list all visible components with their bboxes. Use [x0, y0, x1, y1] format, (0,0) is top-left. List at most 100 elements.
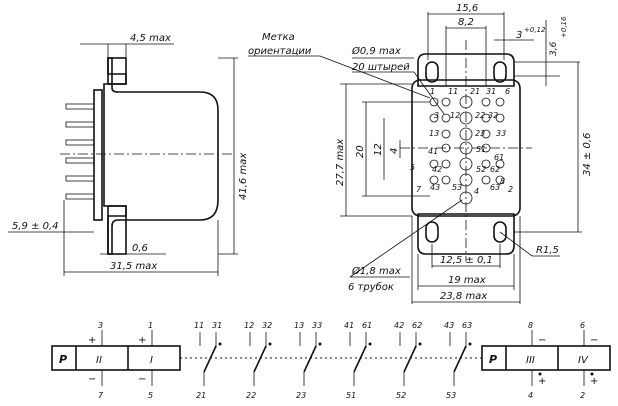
svg-text:−: − — [88, 374, 96, 385]
contact-label-23: 23 — [296, 391, 306, 400]
svg-text:+: + — [538, 376, 546, 387]
contact-label-51: 51 — [346, 391, 356, 400]
dim-4: 4 — [389, 148, 400, 154]
dim-3: 3 — [516, 30, 522, 41]
svg-text:22: 22 — [475, 111, 485, 120]
dim-pin-offset-label: 5,9 ± 0,4 — [12, 221, 59, 232]
contact-label-21: 21 — [196, 391, 206, 400]
dim-12-5: 12,5 ± 0,1 — [440, 255, 493, 266]
front-view: 1 11 21 31 6 3 12 22 32 13 23 33 41 51 5… — [248, 3, 593, 304]
svg-text:5: 5 — [148, 391, 153, 400]
svg-text:−: − — [138, 374, 146, 385]
dim-height-label: 41,6 max — [238, 153, 249, 200]
svg-text:8: 8 — [528, 321, 533, 330]
svg-text:41: 41 — [428, 147, 438, 156]
contact-label-43: 43 — [444, 321, 454, 330]
svg-text:4: 4 — [528, 391, 533, 400]
svg-text:6: 6 — [580, 321, 585, 330]
contact-label-13: 13 — [294, 321, 304, 330]
svg-text:+: + — [138, 335, 146, 346]
dim-20: 20 — [355, 145, 366, 158]
hole-br — [493, 221, 507, 243]
pin-labels: 1 11 21 31 6 3 12 22 32 13 23 33 41 51 5… — [410, 87, 513, 196]
svg-text:43: 43 — [430, 183, 440, 192]
dim-23-8: 23,8 max — [440, 291, 487, 302]
contact-label-63: 63 — [462, 321, 472, 330]
svg-text:3: 3 — [98, 321, 103, 330]
side-pins — [65, 103, 95, 200]
svg-text:42: 42 — [432, 165, 442, 174]
leader-pins — [413, 71, 445, 115]
svg-text:13: 13 — [429, 129, 439, 138]
svg-text:1: 1 — [148, 321, 153, 330]
label-tubes: 6 трубок — [348, 281, 394, 293]
side-view: 4,5 max 41,6 max 5,9 ± 0,4 0,6 31,5 max — [8, 33, 249, 276]
svg-text:23: 23 — [475, 129, 485, 138]
svg-text:11: 11 — [448, 87, 458, 96]
label-orient: ориентации — [248, 46, 312, 57]
svg-text:33: 33 — [496, 129, 506, 138]
svg-text:+: + — [590, 376, 598, 387]
relay-body-outline — [103, 57, 219, 255]
hole-bl — [425, 221, 439, 243]
svg-text:61: 61 — [494, 153, 504, 162]
coil-left-p: P — [59, 353, 67, 366]
mount-tab-bottom — [107, 205, 127, 255]
svg-text:31: 31 — [486, 87, 496, 96]
svg-text:2: 2 — [580, 391, 585, 400]
svg-text:62: 62 — [490, 165, 500, 174]
coil-II: II — [96, 355, 102, 366]
coil-IV: IV — [578, 355, 589, 366]
dim-small-label: 0,6 — [132, 243, 148, 254]
dim-19: 19 max — [448, 275, 486, 286]
mount-tab-top — [107, 57, 127, 85]
dim-width-label: 31,5 max — [110, 261, 157, 272]
contact-label-52: 52 — [396, 391, 406, 400]
leader-mark — [319, 55, 431, 99]
contact-label-41: 41 — [344, 321, 354, 330]
svg-text:53: 53 — [452, 183, 462, 192]
hole-tl — [425, 61, 439, 83]
label-pins: 20 штырей — [352, 62, 410, 73]
svg-text:32: 32 — [488, 111, 498, 120]
coil-I: I — [150, 355, 153, 366]
label-mark: Метка — [262, 32, 295, 43]
contact-group-51: 41 61 51 — [344, 321, 372, 400]
dim-8-2: 8,2 — [458, 17, 474, 28]
svg-text:+: + — [88, 335, 96, 346]
leader-tubes — [349, 199, 463, 278]
svg-text:1: 1 — [430, 87, 435, 96]
contact-label-53: 53 — [446, 391, 456, 400]
dim-3-tol: +0,12 — [524, 26, 546, 34]
svg-text:8: 8 — [500, 177, 505, 186]
dim-top-label: 4,5 max — [130, 33, 171, 44]
contact-label-33: 33 — [312, 321, 322, 330]
svg-text:4: 4 — [474, 187, 479, 196]
contact-label-62: 62 — [412, 321, 422, 330]
flange-bottom — [417, 213, 515, 255]
svg-text:51: 51 — [476, 145, 486, 154]
svg-text:21: 21 — [470, 87, 480, 96]
dim-radius: R1,5 — [536, 245, 559, 256]
contact-label-22: 22 — [246, 391, 256, 400]
svg-text:3: 3 — [434, 111, 439, 120]
contact-label-61: 61 — [362, 321, 372, 330]
dim-34: 34 ± 0,6 — [582, 133, 593, 176]
contact-label-31: 31 — [212, 321, 222, 330]
pin-grid — [429, 95, 505, 205]
coil-block-left — [51, 345, 181, 371]
coil-block-right — [481, 345, 611, 371]
svg-text:7: 7 — [416, 185, 422, 194]
svg-text:12: 12 — [450, 111, 460, 120]
hole-tr — [493, 61, 507, 83]
contact-label-32: 32 — [262, 321, 272, 330]
contact-label-12: 12 — [244, 321, 254, 330]
svg-text:2: 2 — [508, 185, 513, 194]
coil-III: III — [526, 355, 535, 366]
svg-text:52: 52 — [476, 165, 486, 174]
base-plate — [93, 89, 103, 221]
label-pin-dia: Ø0,9 max — [351, 45, 401, 57]
